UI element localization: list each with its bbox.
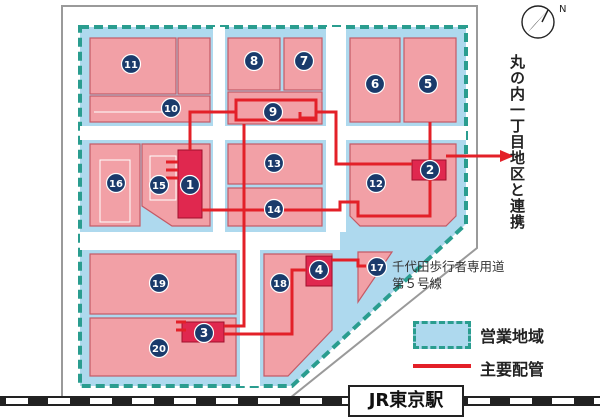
marker-label: 11 bbox=[124, 60, 138, 71]
pedestrian-path-line2: 第５号線 bbox=[392, 276, 443, 291]
marker-circle bbox=[419, 159, 441, 181]
marker-16[interactable]: 16 bbox=[105, 172, 127, 194]
marker-circle bbox=[148, 272, 170, 294]
north-label: N bbox=[559, 4, 566, 15]
marker-6[interactable]: 6 bbox=[364, 73, 386, 95]
marker-13[interactable]: 13 bbox=[263, 152, 285, 174]
marker-circle bbox=[243, 50, 265, 72]
marker-label: 15 bbox=[152, 181, 166, 192]
marker-label: 4 bbox=[315, 263, 323, 277]
marker-5[interactable]: 5 bbox=[417, 73, 439, 95]
marker-label: 8 bbox=[250, 54, 258, 68]
marker-circle bbox=[293, 50, 315, 72]
main-pipe-legend-label: 主要配管 bbox=[480, 360, 545, 379]
marker-label: 10 bbox=[164, 104, 178, 115]
marker-circle bbox=[365, 172, 387, 194]
service-area-legend-label: 営業地域 bbox=[480, 327, 545, 346]
block-markers: 11 10 8 7 9 6 5 13 16 15 1 12 2 14 19 18 4 17 3 20 bbox=[105, 50, 441, 359]
connection-arrow-icon bbox=[500, 150, 514, 162]
marker-17[interactable]: 17 bbox=[366, 256, 388, 278]
pedestrian-path-note: 千代田歩行者専用道 第５号線 bbox=[392, 258, 505, 292]
marker-7[interactable]: 7 bbox=[293, 50, 315, 72]
marker-label: 14 bbox=[267, 205, 281, 216]
block-10[interactable] bbox=[89, 95, 211, 123]
marker-circle bbox=[308, 259, 330, 281]
marker-1[interactable]: 1 bbox=[179, 174, 201, 196]
marker-label: 7 bbox=[300, 54, 308, 68]
main-pipes bbox=[166, 110, 500, 336]
marker-circle bbox=[262, 101, 284, 123]
marker-label: 20 bbox=[152, 344, 166, 355]
marker-circle bbox=[269, 272, 291, 294]
block-8[interactable] bbox=[227, 37, 281, 91]
marker-label: 12 bbox=[369, 179, 383, 190]
connection-label: 丸の内一丁目地区と連携 bbox=[508, 54, 526, 230]
marker-label: 16 bbox=[109, 179, 123, 190]
marker-label: 9 bbox=[269, 105, 277, 119]
marker-circle bbox=[179, 174, 201, 196]
marker-label: 2 bbox=[426, 163, 434, 177]
marker-19[interactable]: 19 bbox=[148, 272, 170, 294]
railway bbox=[0, 396, 600, 406]
marker-label: 6 bbox=[371, 77, 379, 91]
marker-circle bbox=[193, 322, 215, 344]
marker-10[interactable]: 10 bbox=[160, 97, 182, 119]
marker-label: 3 bbox=[200, 326, 208, 340]
marker-circle bbox=[160, 97, 182, 119]
compass-icon: N bbox=[521, 4, 566, 39]
marker-4[interactable]: 4 bbox=[308, 259, 330, 281]
marker-circle bbox=[364, 73, 386, 95]
marker-2[interactable]: 2 bbox=[419, 159, 441, 181]
marker-12[interactable]: 12 bbox=[365, 172, 387, 194]
marker-label: 1 bbox=[186, 178, 194, 192]
marker-circle bbox=[148, 337, 170, 359]
marker-circle bbox=[417, 73, 439, 95]
marker-circle bbox=[366, 256, 388, 278]
marker-18[interactable]: 18 bbox=[269, 272, 291, 294]
marker-3[interactable]: 3 bbox=[193, 322, 215, 344]
marker-20[interactable]: 20 bbox=[148, 337, 170, 359]
marker-15[interactable]: 15 bbox=[148, 174, 170, 196]
marker-8[interactable]: 8 bbox=[243, 50, 265, 72]
marker-circle bbox=[120, 53, 142, 75]
marker-label: 18 bbox=[273, 279, 287, 290]
station-label: JR東京駅 bbox=[348, 385, 464, 417]
pedestrian-path-line1: 千代田歩行者専用道 bbox=[392, 259, 505, 274]
marker-label: 13 bbox=[267, 159, 281, 170]
marker-label: 17 bbox=[370, 263, 384, 274]
marker-circle bbox=[263, 198, 285, 220]
block-12[interactable] bbox=[349, 143, 457, 227]
marker-14[interactable]: 14 bbox=[263, 198, 285, 220]
marker-circle bbox=[148, 174, 170, 196]
marker-circle bbox=[105, 172, 127, 194]
marker-circle bbox=[263, 152, 285, 174]
service-area-legend-swatch bbox=[413, 321, 471, 349]
block-11-annex[interactable] bbox=[177, 37, 211, 95]
marker-label: 19 bbox=[152, 279, 166, 290]
marker-label: 5 bbox=[424, 77, 432, 91]
main-pipe-legend-swatch bbox=[413, 364, 471, 368]
marker-9[interactable]: 9 bbox=[262, 101, 284, 123]
marker-11[interactable]: 11 bbox=[120, 53, 142, 75]
